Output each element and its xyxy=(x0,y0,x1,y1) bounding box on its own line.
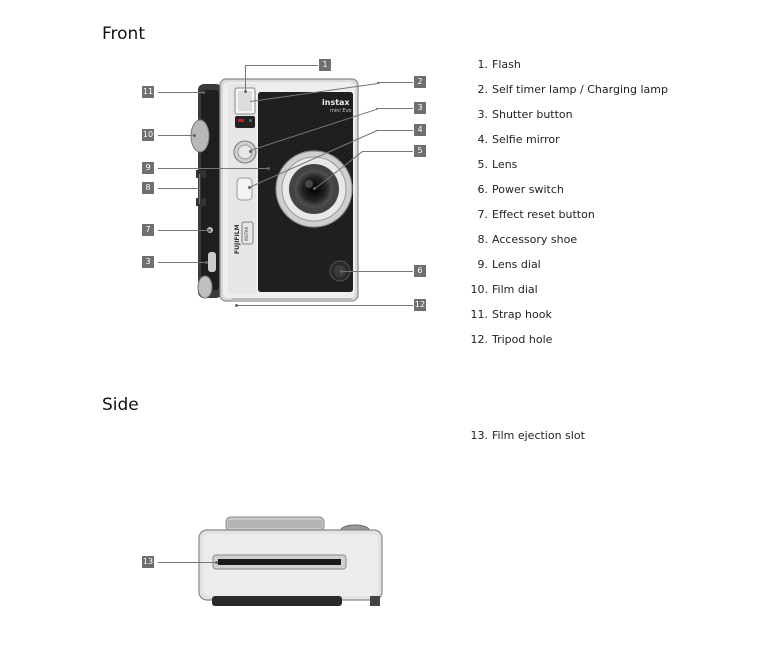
callout-7: 7 xyxy=(142,224,154,236)
camera-badge-text: INSTAX xyxy=(244,226,249,241)
leader-line-7 xyxy=(158,230,210,231)
leader-line-8 xyxy=(158,188,200,189)
callout-11: 11 xyxy=(142,86,154,98)
callout-4: 4 xyxy=(414,124,426,136)
leader-dot-2 xyxy=(249,119,252,122)
callout-1: 1 xyxy=(319,59,331,71)
leader-line-1-vert xyxy=(245,65,246,91)
callout-8: 8 xyxy=(142,182,154,194)
callout-3: 3 xyxy=(414,102,426,114)
callout-12: 12 xyxy=(414,299,426,311)
leader-line-3-left xyxy=(158,262,206,263)
leader-line-13 xyxy=(158,562,216,563)
section-title-side: Side xyxy=(102,395,139,415)
leader-dot-10 xyxy=(193,134,196,137)
leader-dot-3-left xyxy=(205,261,208,264)
leader-line-2 xyxy=(377,82,413,83)
leader-line-11 xyxy=(158,92,203,93)
leader-dot-12 xyxy=(235,304,238,307)
callout-9: 9 xyxy=(142,162,154,174)
leader-line-6 xyxy=(341,271,413,272)
leader-dot-6 xyxy=(340,270,343,273)
leader-dot-7 xyxy=(208,229,211,232)
leader-line-1 xyxy=(245,65,318,66)
leader-line-5 xyxy=(362,151,413,152)
callout-3-left: 3 xyxy=(142,256,154,268)
leader-line-8-vert xyxy=(199,174,200,204)
leader-line-10 xyxy=(158,135,194,136)
leader-dot-5 xyxy=(313,187,316,190)
leader-dot-9 xyxy=(267,167,270,170)
camera-brand-side: FUJIFILM xyxy=(234,224,241,254)
callout-10: 10 xyxy=(142,129,154,141)
leader-line-4 xyxy=(376,130,413,131)
leader-line-12 xyxy=(236,305,413,306)
leader-dot-13 xyxy=(215,561,218,564)
callout-13: 13 xyxy=(142,556,154,568)
leader-dot-3 xyxy=(249,150,252,153)
camera-brand-top: instax xyxy=(322,98,350,107)
section-title-front: Front xyxy=(102,24,145,44)
callout-6: 6 xyxy=(414,265,426,277)
leader-dot-1 xyxy=(244,90,247,93)
leader-line-9 xyxy=(158,168,268,169)
callout-5: 5 xyxy=(414,145,426,157)
callout-2: 2 xyxy=(414,76,426,88)
camera-model-text: mini Evo xyxy=(330,108,352,114)
leader-dot-4 xyxy=(248,186,251,189)
leader-line-3 xyxy=(376,108,413,109)
leader-dot-11 xyxy=(202,91,205,94)
